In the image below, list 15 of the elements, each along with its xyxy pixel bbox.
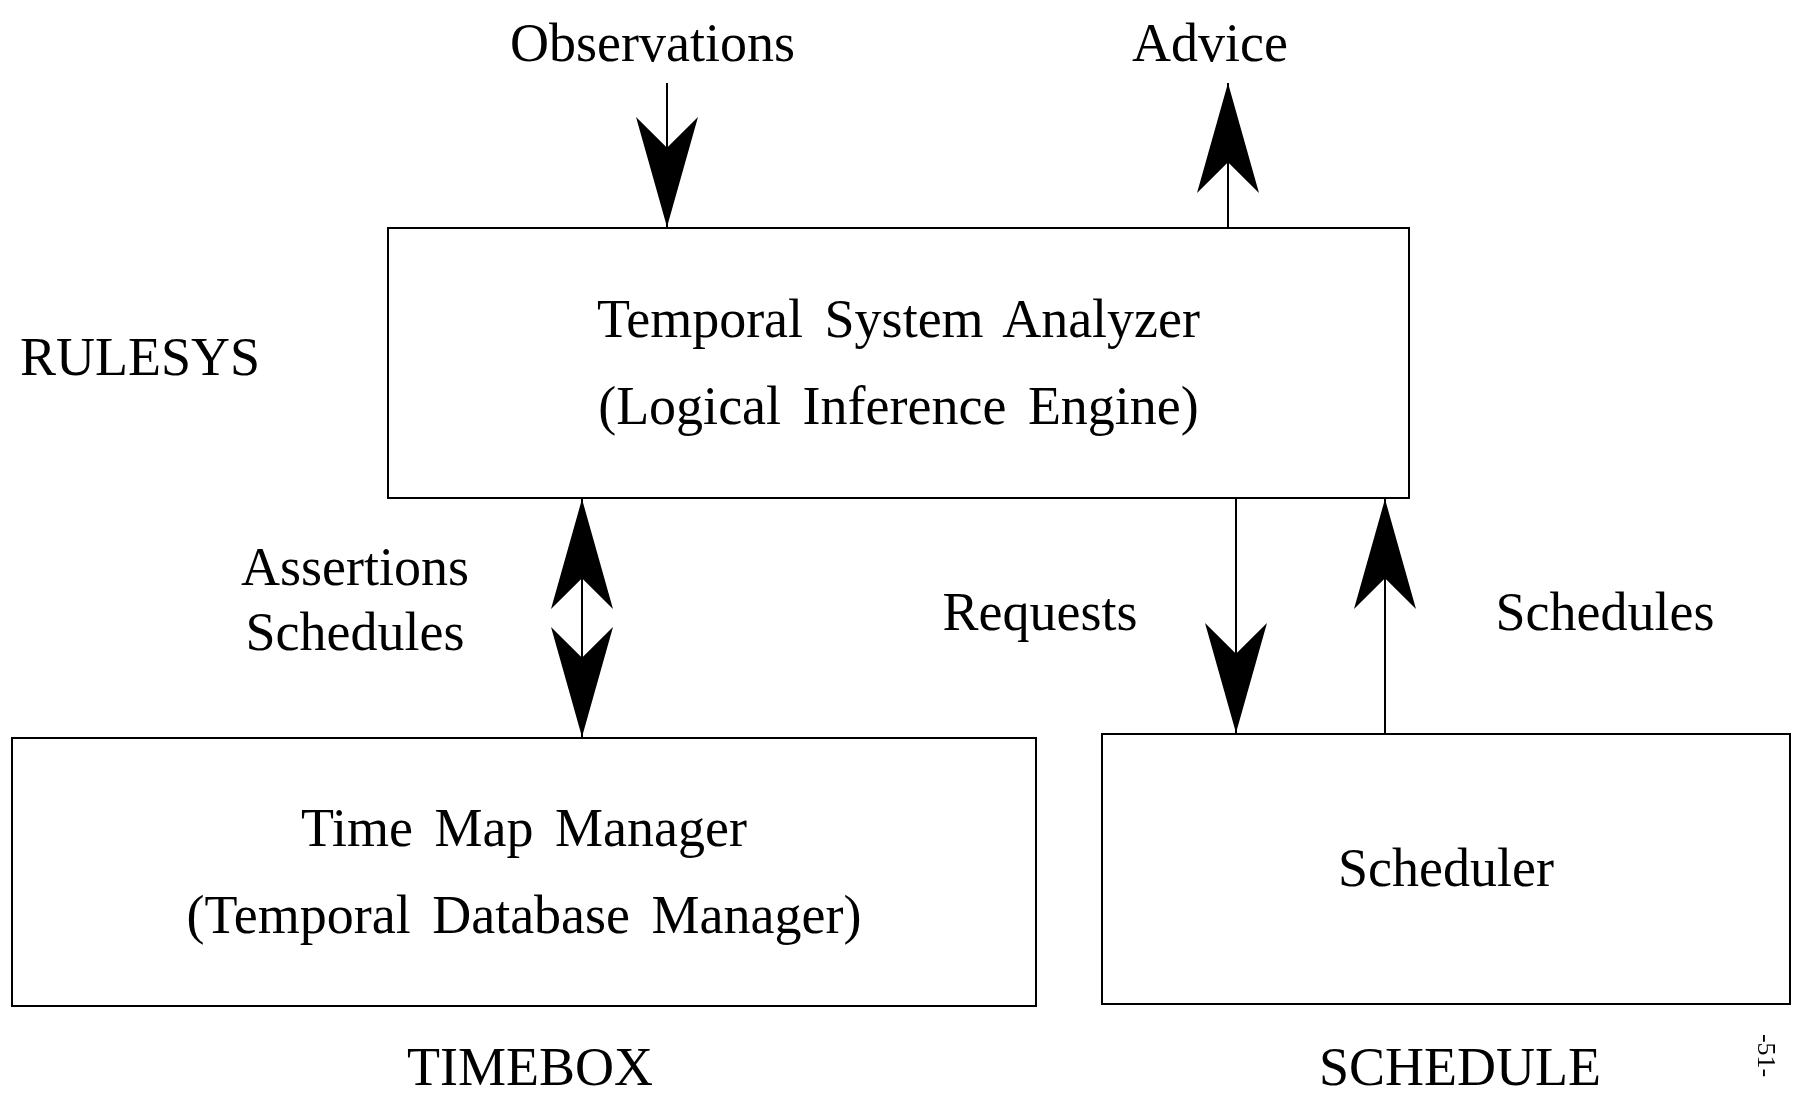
arrow [1354,498,1416,734]
arrow [551,498,613,738]
arrow [1205,498,1267,734]
box-text: Time Map Manager [301,796,747,860]
arrow [1197,82,1259,228]
process-box [1101,733,1791,1005]
process-box [387,227,1410,499]
box-text: (Temporal Database Manager) [186,884,862,947]
process-box [11,737,1037,1007]
flow-label: Advice [1132,12,1288,76]
flow-label: Observations [510,12,795,76]
box-text: Scheduler [1338,837,1554,901]
box-text: (Logical Inference Engine) [598,375,1199,438]
box-text: Temporal System Analyzer [596,287,1201,351]
arrow [636,82,698,228]
